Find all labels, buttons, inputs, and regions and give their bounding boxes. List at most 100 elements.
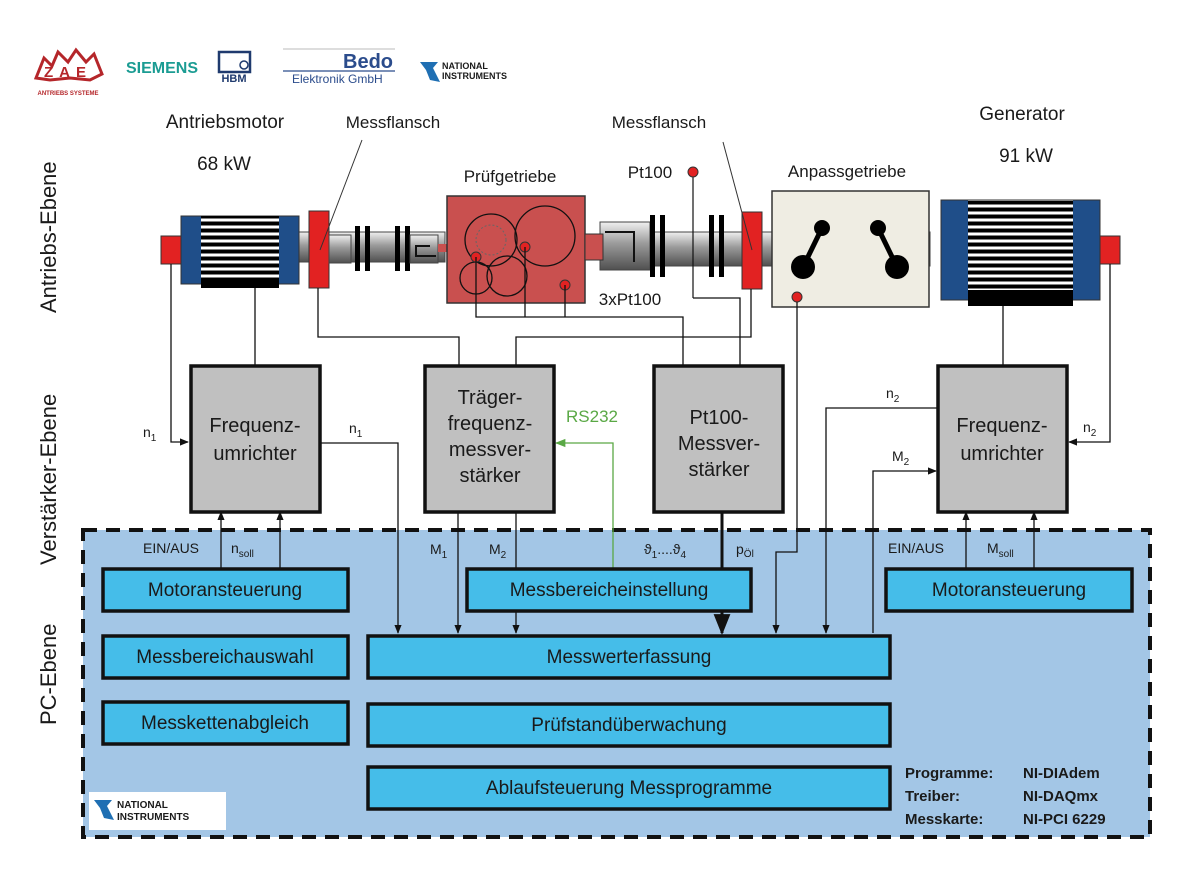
signal-n-soll: nsoll — [231, 540, 254, 560]
signal-ein-aus-right: EIN/AUS — [888, 540, 944, 556]
signal-n2-right: n2 — [1083, 419, 1097, 439]
pc-box-sequence-control: Ablaufsteuerung Messprogramme — [366, 765, 892, 811]
info-key: Treiber: — [905, 788, 960, 805]
bedo-logo-sub: Elektronik GmbH — [292, 72, 383, 86]
logo-zae: ZAE ANTRIEBS SYSTEME — [33, 47, 104, 97]
level-label-drive: Antriebs-Ebene — [36, 161, 61, 313]
flange-right-pointer — [722, 141, 753, 251]
svg-text:Messbereichauswahl: Messbereichauswahl — [136, 647, 313, 668]
flange-right-label: Messflansch — [612, 113, 706, 132]
motor-base — [201, 278, 279, 288]
amp-box-fu-left: Frequenz- umrichter — [189, 364, 322, 514]
flange-left-label: Messflansch — [346, 113, 440, 132]
motor-encoder — [160, 235, 182, 265]
generator-power: 91 kW — [999, 146, 1053, 167]
svg-text:messver-: messver- — [449, 439, 531, 461]
svg-text:Pt100-: Pt100- — [690, 407, 749, 429]
flange-left-pointer — [319, 139, 363, 251]
svg-text:umrichter: umrichter — [960, 443, 1044, 465]
pt100-sensor-shaft — [687, 166, 699, 178]
svg-text:Prüfstandüberwachung: Prüfstandüberwachung — [531, 715, 726, 736]
info-value: NI-DIAdem — [1023, 765, 1100, 782]
svg-text:Motoransteuerung: Motoransteuerung — [148, 580, 302, 601]
pt100-3x-label: 3xPt100 — [599, 290, 661, 309]
svg-text:Messwerterfassung: Messwerterfassung — [547, 647, 712, 668]
motor-power: 68 kW — [197, 154, 251, 175]
pc-box-range-select: Messbereichauswahl — [101, 634, 350, 680]
coupling-hub — [599, 221, 651, 271]
rs232-line — [554, 438, 614, 568]
signal-n2-top: n2 — [886, 385, 900, 405]
torque-flange-left — [308, 210, 330, 289]
ni-eagle-icon — [94, 800, 114, 820]
coupling-left-b — [409, 234, 439, 264]
test-gearbox-label: Prüfgetriebe — [464, 167, 557, 186]
svg-text:Frequenz-: Frequenz- — [209, 415, 300, 437]
signal-m2: M2 — [489, 541, 507, 561]
coupling-disc — [405, 226, 410, 271]
signal-m2-right: M2 — [892, 448, 910, 468]
hbm-logo-text: HBM — [221, 73, 246, 85]
svg-text:Frequenz-: Frequenz- — [956, 415, 1047, 437]
svg-text:umrichter: umrichter — [213, 443, 297, 465]
coupling-left-a — [328, 234, 352, 264]
ni-logo-line1: NATIONAL — [442, 61, 488, 71]
logo-national-instruments-bottom: NATIONAL INSTRUMENTS — [89, 792, 226, 830]
generator-title: Generator — [979, 104, 1065, 125]
oil-pressure-sensor — [791, 291, 803, 303]
info-key: Messkarte: — [905, 811, 983, 828]
coupling-disc — [709, 215, 714, 277]
coupling-disc — [719, 215, 724, 277]
pt100-label: Pt100 — [628, 163, 672, 182]
zae-tagline: ANTRIEBS SYSTEME — [37, 91, 98, 97]
generator — [940, 199, 1121, 306]
svg-text:Ablaufsteuerung Messprogramme: Ablaufsteuerung Messprogramme — [486, 778, 772, 799]
info-key: Programme: — [905, 765, 993, 782]
connection-lines — [170, 247, 1111, 636]
level-label-pc: PC-Ebene — [36, 623, 61, 725]
amp-box-carrier-frequency: Träger- frequenz- messver- stärker — [423, 364, 556, 514]
signal-n1-in: n1 — [143, 424, 157, 444]
amp-box-pt100: Pt100- Messver- stärker — [652, 364, 785, 514]
logo-bedo: Bedo Elektronik GmbH — [283, 48, 395, 86]
pc-box-data-acquisition: Messwerterfassung — [366, 634, 892, 680]
info-value: NI-DAQmx — [1023, 788, 1099, 805]
svg-text:frequenz-: frequenz- — [448, 413, 533, 435]
ni-logo-line2: INSTRUMENTS — [442, 71, 507, 81]
logo-siemens: SIEMENS — [126, 60, 198, 77]
adapter-gearbox — [771, 190, 930, 308]
test-gearbox — [446, 195, 586, 304]
svg-text:Messkettenabgleich: Messkettenabgleich — [141, 713, 309, 734]
coupling-disc — [365, 226, 370, 271]
pc-box-range-setting: Messbereicheinstellung — [465, 567, 753, 613]
svg-text:Messbereicheinstellung: Messbereicheinstellung — [510, 580, 709, 601]
signal-p-oel: pÖl — [736, 541, 754, 560]
logo-national-instruments-top: NATIONAL INSTRUMENTS — [420, 61, 507, 82]
svg-text:Messver-: Messver- — [678, 433, 760, 455]
logo-hbm: HBM — [217, 50, 252, 85]
svg-text:stärker: stärker — [688, 459, 749, 481]
coupling-disc — [650, 215, 655, 277]
pc-software-info: Programme: NI-DIAdem Treiber: NI-DAQmx M… — [905, 765, 1106, 828]
motor-fins — [201, 216, 279, 278]
adapter-gearbox-label: Anpassgetriebe — [788, 162, 906, 181]
pc-box-motor-control-right: Motoransteuerung — [884, 567, 1134, 613]
signal-rs232: RS232 — [566, 407, 618, 426]
motor-title: Antriebsmotor — [166, 112, 285, 133]
svg-text:INSTRUMENTS: INSTRUMENTS — [117, 812, 190, 823]
svg-text:NATIONAL: NATIONAL — [117, 800, 168, 811]
info-value: NI-PCI 6229 — [1023, 811, 1106, 828]
svg-text:Träger-: Träger- — [458, 387, 523, 409]
level-label-amplifier: Verstärker-Ebene — [36, 394, 61, 565]
bedo-logo-name: Bedo — [343, 51, 393, 73]
amp-box-fu-right: Frequenz- umrichter — [936, 364, 1069, 514]
coupling-disc — [395, 226, 400, 271]
signal-theta-range: ϑ1....ϑ4 — [644, 541, 686, 561]
pc-box-chain-calibration: Messkettenabgleich — [101, 700, 350, 746]
coupling-disc — [355, 226, 360, 271]
signal-m1: M1 — [430, 541, 448, 561]
svg-text:Motoransteuerung: Motoransteuerung — [932, 580, 1086, 601]
signal-m-soll: Msoll — [987, 540, 1014, 560]
drive-motor — [160, 215, 300, 288]
pc-box-motor-control-left: Motoransteuerung — [101, 567, 350, 613]
